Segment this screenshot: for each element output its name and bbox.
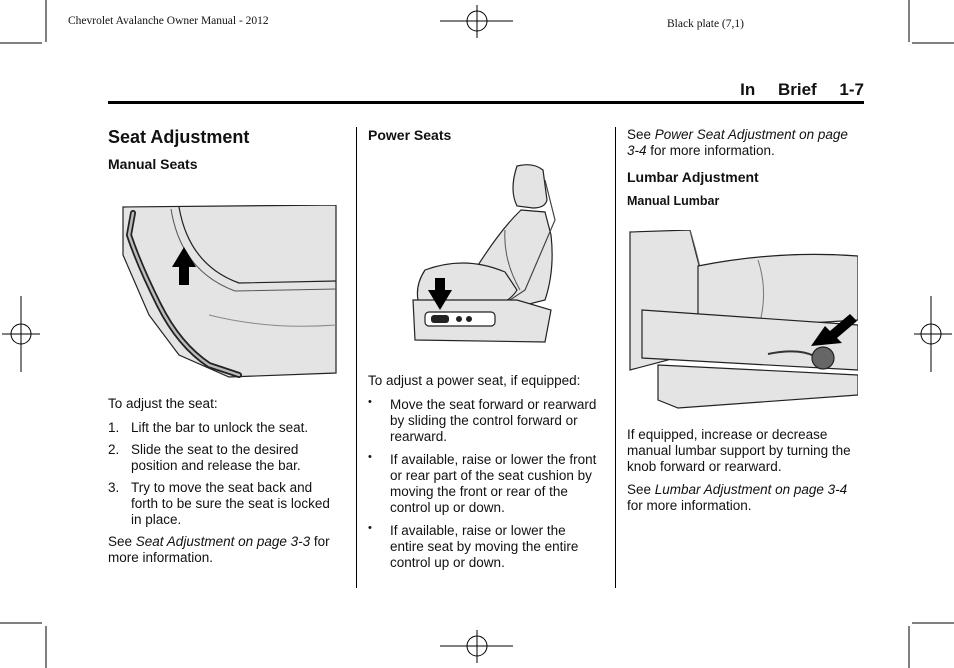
lumbar-illustration [629, 230, 858, 409]
subtitle-manual-lumbar: Manual Lumbar [627, 194, 720, 208]
arrow-icon [811, 314, 857, 346]
document-title: Chevrolet Avalanche Owner Manual - 2012 [68, 15, 269, 27]
section-header: In Brief 1-7 [740, 80, 864, 100]
bullet-list: •Move the seat forward or rearward by sl… [368, 396, 603, 571]
column-divider-2 [615, 127, 616, 588]
intro-text: To adjust the seat: [108, 396, 218, 411]
see-reference: See Seat Adjustment on page 3-3 for more… [108, 534, 330, 565]
section-title: In Brief [740, 80, 817, 99]
subtitle-lumbar-adjustment: Lumbar Adjustment [627, 169, 759, 185]
lumbar-description: If equipped, increase or decrease manual… [627, 427, 851, 474]
list-item: •Move the seat forward or rearward by sl… [368, 396, 597, 444]
column-divider-1 [356, 127, 357, 588]
column-power-seats: Power Seats To adjust a power seat, if e… [368, 127, 603, 578]
steps-list: 1.Lift the bar to unlock the seat. 2.Sli… [108, 420, 333, 528]
manual-seat-illustration [122, 205, 337, 378]
plate-label: Black plate (7,1) [667, 18, 744, 30]
header-rule [108, 101, 864, 104]
subtitle-manual-seats: Manual Seats [108, 156, 198, 172]
down-arrow-icon [428, 278, 452, 310]
subtitle-power-seats: Power Seats [368, 127, 452, 143]
column-lumbar: See Power Seat Adjustment on page 3-4 fo… [627, 127, 858, 514]
cross-reference-link[interactable]: Seat Adjustment on page 3-3 [135, 534, 311, 549]
list-item: 2.Slide the seat to the desired position… [108, 442, 301, 473]
list-item: •If available, raise or lower the front … [368, 451, 597, 515]
intro-text: To adjust a power seat, if equipped: [368, 373, 581, 388]
lumbar-knob-icon [811, 346, 835, 370]
up-arrow-icon [172, 247, 196, 285]
column-manual-seats: Manual Seats To adjust the seat: 1.Lift … [108, 156, 337, 566]
list-item: 1.Lift the bar to unlock the seat. [108, 420, 309, 435]
list-item: 3.Try to move the seat back and forth to… [108, 480, 330, 527]
power-seat-illustration [412, 164, 556, 343]
see-reference: See Power Seat Adjustment on page 3-4 fo… [627, 127, 848, 158]
page-title: Seat Adjustment [108, 127, 250, 147]
cross-reference-link[interactable]: Power Seat Adjustment on page 3-4 [627, 127, 848, 158]
see-reference-2: See Lumbar Adjustment on page 3-4 for mo… [627, 482, 848, 513]
cross-reference-link[interactable]: Lumbar Adjustment on page 3-4 [654, 482, 848, 497]
page-number: 1-7 [839, 80, 864, 99]
list-item: •If available, raise or lower the entire… [368, 522, 579, 570]
